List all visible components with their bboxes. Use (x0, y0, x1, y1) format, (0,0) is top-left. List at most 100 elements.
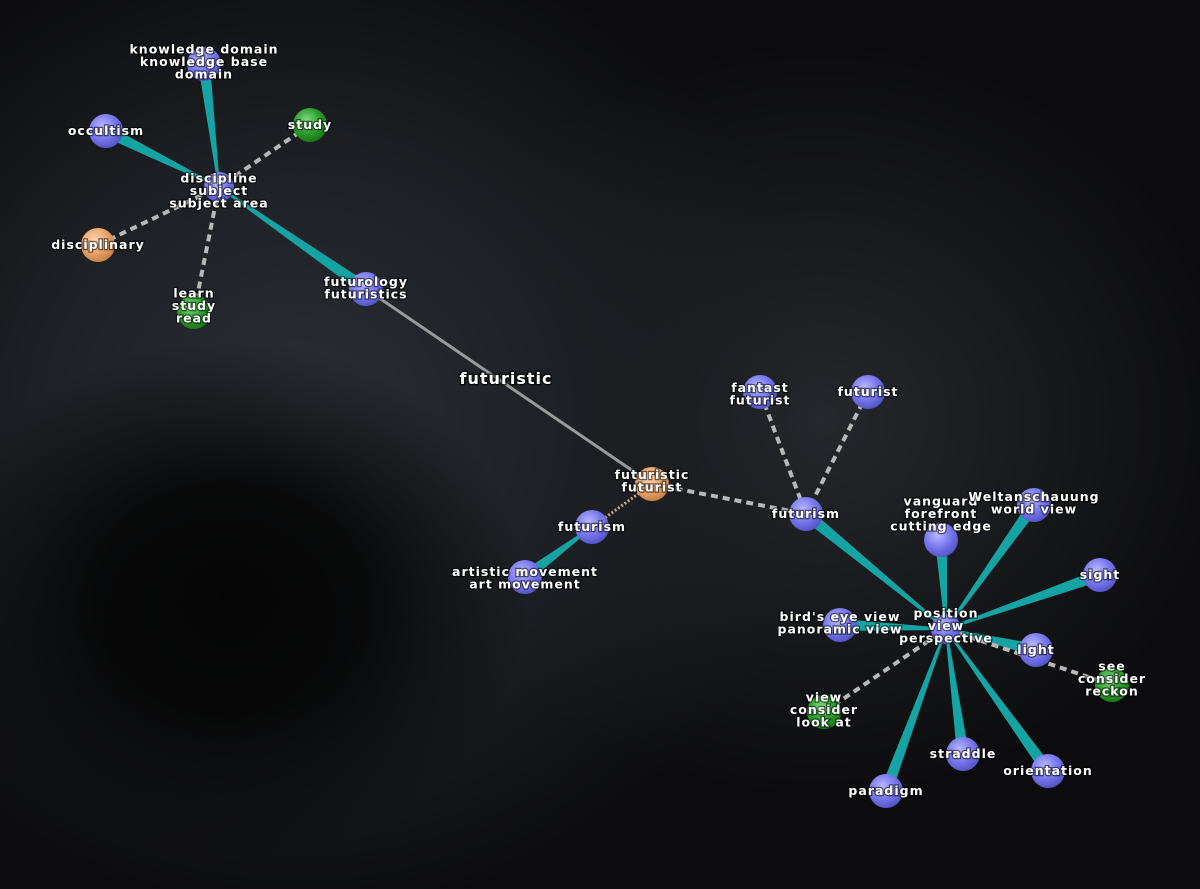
edge-learn-disc (192, 186, 221, 313)
node-label-sight: sight (1080, 567, 1121, 582)
node-label-study: study (288, 117, 332, 132)
node-circle-sight[interactable] (1083, 558, 1117, 592)
node-label-art: artistic movement (452, 564, 598, 579)
node-label-bird: panoramic view (778, 621, 903, 636)
node-label-van: vanguard (904, 494, 979, 509)
node-label-van: cutting edge (890, 519, 992, 534)
node-circle-kd[interactable] (187, 47, 221, 81)
edge-view-pos (822, 627, 948, 714)
edge-welt-pos (945, 501, 1039, 630)
node-circle-see[interactable] (1095, 668, 1129, 702)
node-label-view: consider (790, 702, 858, 717)
node-circle-fut[interactable] (349, 272, 383, 306)
edge-orient-pos (945, 628, 1053, 775)
node-label-view: look at (796, 715, 852, 730)
node-circle-orient[interactable] (1031, 754, 1065, 788)
node-sight[interactable]: sight (1078, 558, 1121, 592)
edge-light-pos (945, 628, 1038, 656)
node-label-pos: perspective (899, 631, 993, 646)
node-fm2[interactable]: futurism (771, 497, 840, 531)
edge-bird-pos (839, 619, 947, 631)
node-circle-discy[interactable] (81, 228, 115, 262)
node-straddle[interactable]: straddle (928, 737, 997, 771)
node-fm1[interactable]: futurism (557, 510, 626, 544)
node-label-disc: subject area (169, 196, 268, 211)
edge-kd-disc (198, 63, 220, 188)
node-circle-van[interactable] (924, 523, 958, 557)
node-label-bird: bird's eye view (780, 609, 901, 624)
node-circle-disc[interactable] (204, 172, 234, 202)
node-circle-fm1[interactable] (575, 510, 609, 544)
node-label-straddle: straddle (930, 746, 997, 761)
node-circle-fantast[interactable] (743, 375, 777, 409)
node-circle-learn[interactable] (177, 295, 211, 329)
edge-ff-fm2 (651, 482, 807, 516)
node-occ[interactable]: occultism (67, 114, 144, 148)
node-label-occ: occultism (68, 123, 144, 138)
node-circle-pos[interactable] (931, 614, 961, 644)
node-discy[interactable]: disciplinary (50, 228, 145, 262)
node-label-disc: subject (190, 183, 248, 198)
node-label-pos: position (913, 606, 978, 621)
node-label-disc: discipline (180, 171, 257, 186)
node-paradigm[interactable]: paradigm (847, 774, 924, 808)
edge-occ-disc (103, 125, 220, 188)
node-label-discy: disciplinary (51, 237, 145, 252)
node-circle-fm2[interactable] (789, 497, 823, 531)
edge-fantast-fm2 (758, 391, 808, 515)
node-label-welt: Weltanschauung (968, 489, 1099, 504)
node-label-kd: knowledge domain (129, 42, 278, 57)
node-study[interactable]: study (287, 108, 332, 142)
node-label-van: forefront (905, 506, 978, 521)
node-label-pos: view (928, 618, 964, 633)
node-circle-light[interactable] (1019, 633, 1053, 667)
edge-fut-disc (218, 186, 370, 294)
node-label-fantast: fantast (731, 380, 789, 395)
node-circle-straddle[interactable] (946, 737, 980, 771)
node-label-fut: futurology (324, 274, 408, 289)
node-label-fantast: futurist (729, 392, 790, 407)
edge-futurist-fm2 (804, 391, 870, 515)
node-label-paradigm: paradigm (848, 783, 923, 798)
node-label-learn: study (172, 298, 216, 313)
node-label-learn: read (176, 311, 212, 326)
node-circle-futurist[interactable] (851, 375, 885, 409)
node-label-kd: domain (175, 67, 233, 82)
node-label-see: reckon (1085, 684, 1139, 699)
node-label-ff: futurist (621, 479, 682, 494)
node-circle-study[interactable] (293, 108, 327, 142)
node-circle-ff[interactable] (635, 467, 669, 501)
center-word-label: futuristic (460, 369, 553, 388)
node-circle-paradigm[interactable] (869, 774, 903, 808)
node-label-ff: futuristic (615, 467, 690, 482)
edge-fut-ff (365, 287, 653, 486)
edge-straddle-pos (945, 628, 969, 755)
node-circle-bird[interactable] (823, 608, 857, 642)
node-futurist[interactable]: futurist (836, 375, 899, 409)
node-circle-welt[interactable] (1017, 488, 1051, 522)
node-light[interactable]: light (1016, 633, 1055, 667)
node-circle-view[interactable] (807, 695, 841, 729)
node-label-fut: futuristics (324, 286, 407, 301)
node-label-art: art movement (469, 576, 581, 591)
node-circle-occ[interactable] (89, 114, 123, 148)
node-circle-art[interactable] (508, 560, 542, 594)
edge-van-pos (935, 539, 947, 630)
node-orient[interactable]: orientation (1002, 754, 1093, 788)
edge-sight-pos (945, 569, 1102, 630)
